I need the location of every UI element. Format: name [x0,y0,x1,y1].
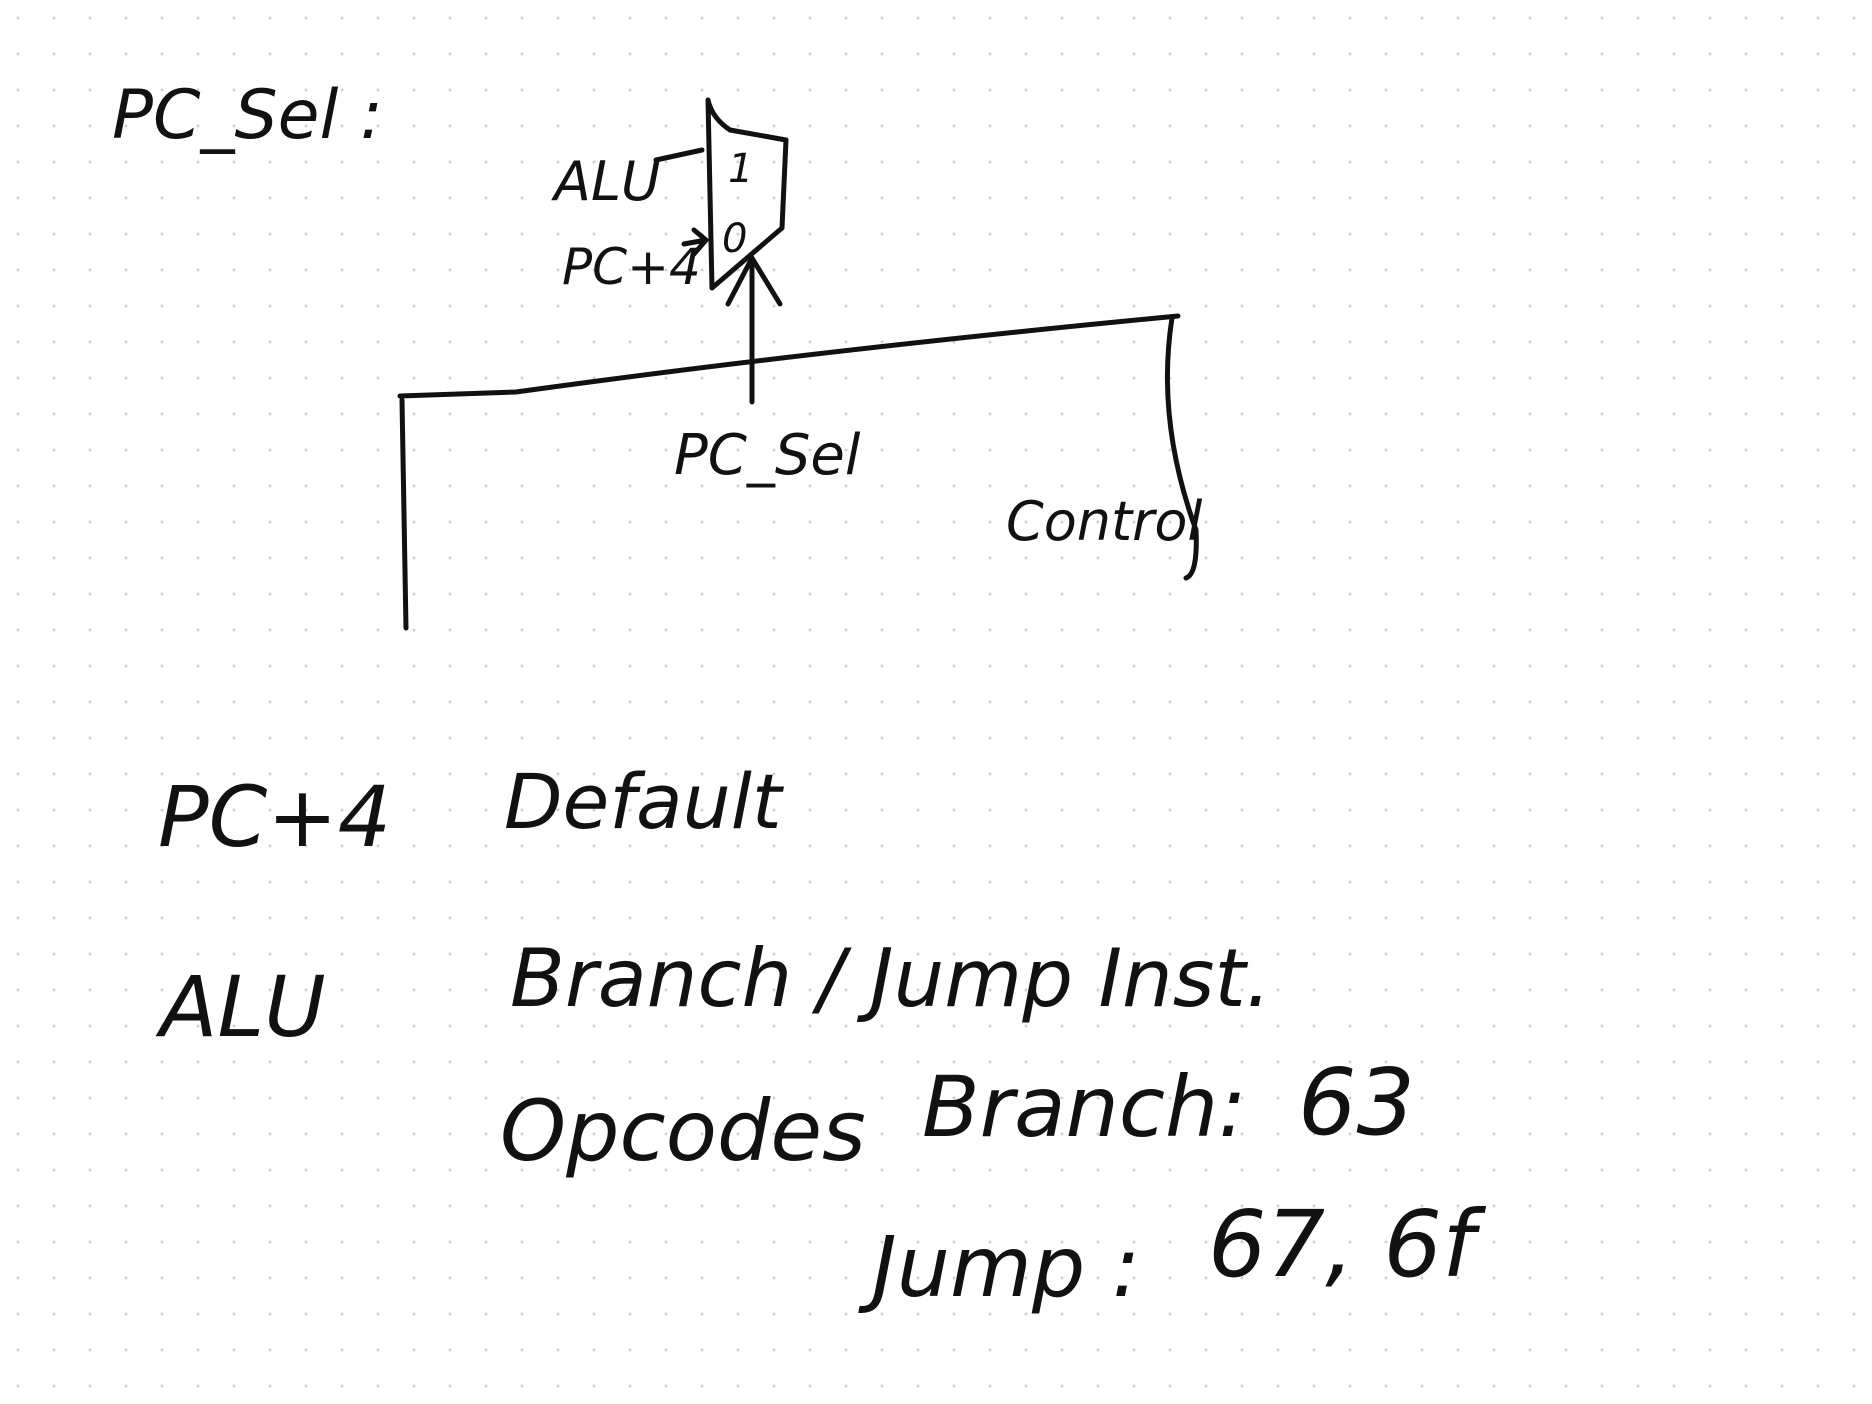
mux-input-pc4-arrow [681,227,709,257]
select-arrowhead [725,255,783,307]
opcode-jump-value: 67, 6f [1208,1191,1486,1298]
mux-input-alu-label: ALU [551,150,661,213]
opcodes-label: Opcodes [500,1082,866,1180]
mux-shape [705,97,789,291]
mux-input-alu-line [653,147,705,163]
row-description-default: Default [504,757,785,846]
opcode-jump-label: Jump : [858,1218,1140,1316]
mux-port-1: 1 [728,146,753,192]
control-block-left [399,397,409,631]
page-heading: PC_Sel : [112,76,383,155]
control-block-top [397,313,1181,399]
opcode-branch-value: 63 [1298,1049,1415,1156]
row-description-branch-jump: Branch / Jump Inst. [510,932,1271,1025]
control-block-right [1164,315,1199,581]
mux-port-0: 0 [722,216,747,262]
opcode-branch-label: Branch: [922,1058,1247,1156]
row-source-pc4: PC+4 [158,768,391,866]
control-signal-label: PC_Sel [674,423,861,488]
mux-input-pc4-label: PC+4 [562,238,701,296]
row-source-alu: ALU [155,958,326,1056]
control-block-label: Control [1006,490,1202,553]
